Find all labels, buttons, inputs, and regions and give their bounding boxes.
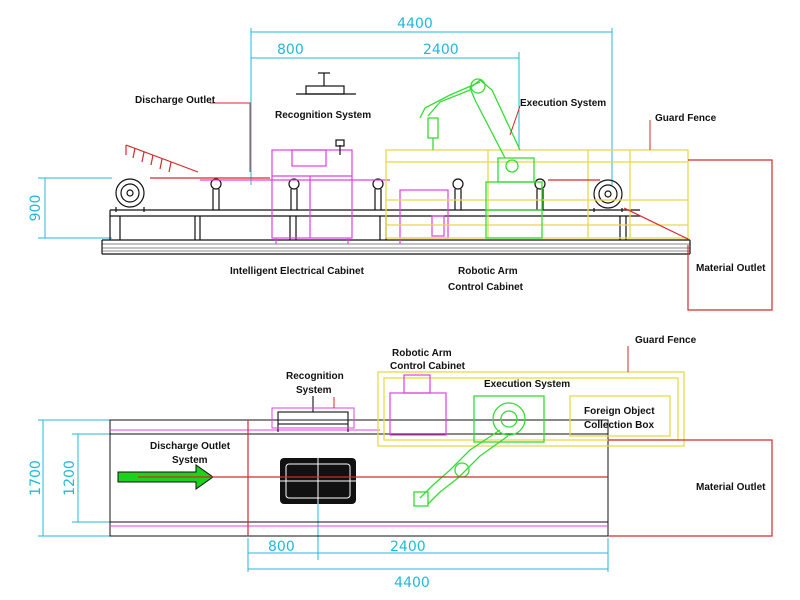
label-material-outlet-top: Material Outlet (696, 482, 766, 493)
label-foreign-object-line1: Foreign Object (584, 406, 655, 417)
foreign-object-box (569, 395, 671, 437)
label-discharge-outlet: Discharge Outlet (135, 95, 216, 106)
label-recognition-top-line1: Recognition (286, 371, 344, 382)
label-robot-cabinet-top-line1: Robotic Arm (392, 348, 452, 359)
leader-lines-side (210, 102, 651, 172)
label-guard-fence-top: Guard Fence (635, 335, 697, 346)
recognition-camera (296, 72, 356, 155)
label-intelligent-cabinet: Intelligent Electrical Cabinet (230, 266, 365, 277)
conveyor-top (109, 419, 609, 537)
label-execution-system: Execution System (520, 98, 606, 109)
label-recognition-top-line2: System (296, 385, 332, 396)
guard-fence-top (377, 371, 685, 447)
robot-control-cabinet-top (389, 374, 447, 436)
robot-control-cabinet-side (399, 189, 449, 244)
base-hatching (102, 243, 690, 252)
side-view: 4400 800 2400 900 (28, 16, 773, 311)
robot-arm-side (419, 78, 543, 239)
discharge-chute (125, 144, 270, 179)
recognition-system-top (277, 396, 349, 432)
label-discharge-top-line2: System (172, 455, 208, 466)
label-discharge-top-line1: Discharge Outlet (150, 441, 231, 452)
material-tray-top (280, 458, 356, 504)
robot-arm-top (413, 395, 545, 507)
label-recognition-system: Recognition System (275, 110, 371, 121)
rollers (115, 178, 623, 212)
side-dim-900: 900 (28, 195, 44, 222)
material-outlet-top (138, 420, 773, 537)
top-dim-1700: 1700 (28, 460, 44, 496)
label-material-outlet: Material Outlet (696, 263, 766, 274)
conveyor-top-accent (110, 429, 608, 527)
top-dimension-lines (38, 419, 609, 572)
label-robot-cabinet-line1: Robotic Arm (458, 266, 518, 277)
side-dim-total: 4400 (397, 16, 433, 32)
guard-fence-side (385, 149, 689, 239)
side-dim-2400: 2400 (423, 42, 459, 58)
top-dim-800: 800 (268, 539, 295, 555)
top-dim-2400: 2400 (390, 539, 426, 555)
side-dim-800: 800 (277, 42, 304, 58)
top-dim-total: 4400 (394, 575, 430, 591)
label-foreign-object-line2: Collection Box (584, 420, 654, 431)
label-robot-cabinet-line2: Control Cabinet (448, 282, 524, 293)
intelligent-electrical-cabinet (200, 149, 390, 244)
conveyor-base (101, 209, 691, 255)
top-view: 1700 1200 800 2400 4400 (28, 335, 773, 591)
leader-lines-top (333, 346, 629, 408)
side-dimension-lines (38, 28, 613, 239)
label-execution-system-top: Execution System (484, 379, 570, 390)
label-guard-fence: Guard Fence (655, 113, 717, 124)
label-robot-cabinet-top-line2: Control Cabinet (390, 361, 466, 372)
material-outlet-side (548, 159, 773, 311)
recognition-outline-top (271, 407, 355, 429)
top-dim-1200: 1200 (62, 460, 78, 496)
